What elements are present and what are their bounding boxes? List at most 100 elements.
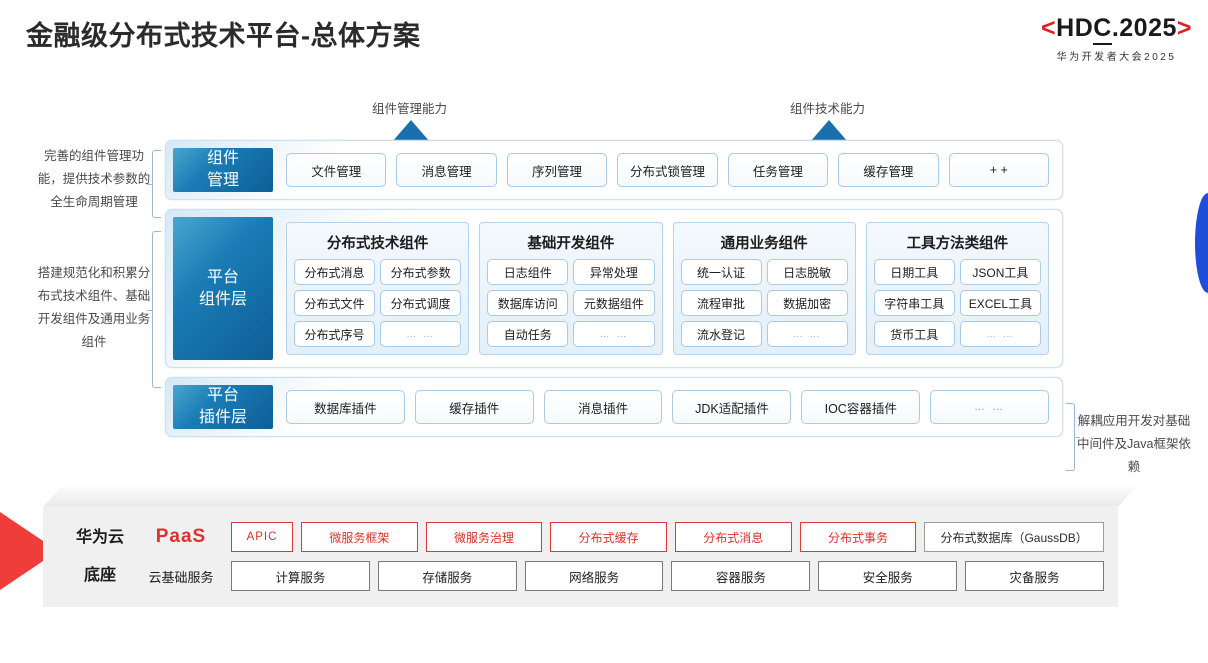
cell-excel-util[interactable]: EXCEL工具 [959,290,1041,316]
cell-more-utility-methods[interactable]: … … [959,321,1041,347]
paas-row: PaaS APIC 微服务框架 微服务治理 分布式缓存 分布式消息 分布式事务 … [139,522,1104,552]
chip-more-plugin[interactable]: … … [930,390,1049,424]
cell-currency-util[interactable]: 货币工具 [873,321,955,347]
group-grid-distributed-tech: 分布式消息 分布式参数 分布式文件 分布式调度 分布式序号 … … [294,259,462,347]
side-note-left-top: 完善的组件管理功能，提供技术参数的全生命周期管理 [37,149,151,210]
cell-more-general-business[interactable]: … … [766,321,848,347]
paas-chip-distributed-message[interactable]: 分布式消息 [674,522,792,552]
group-title-general-business: 通用业务组件 [720,236,808,252]
cell-more-basic-development[interactable]: … … [573,321,655,347]
layer-tag-line1: 平台 [206,387,239,405]
chip-database-plugin[interactable]: 数据库插件 [286,390,405,424]
cell-date-util[interactable]: 日期工具 [873,259,955,285]
basic-chip-security-service[interactable]: 安全服务 [818,561,958,591]
cell-data-encryption[interactable]: 数据加密 [766,290,848,316]
chip-jdk-adapter-plugin[interactable]: JDK适配插件 [672,390,792,424]
chip-task-management[interactable]: 任务管理 [727,153,829,187]
cloud-base-rows: PaaS APIC 微服务框架 微服务治理 分布式缓存 分布式消息 分布式事务 … [139,522,1104,591]
hdc-logo-subtitle: 华为开发者大会2025 [1056,52,1177,63]
bracket-left-bottom [147,231,161,388]
cell-string-util[interactable]: 字符串工具 [873,290,955,316]
cell-process-approval[interactable]: 流程审批 [680,290,762,316]
layer-body-platform-plugin: 数据库插件 缓存插件 消息插件 JDK适配插件 IOC容器插件 … … [273,378,1062,436]
cell-database-access[interactable]: 数据库访问 [487,290,569,316]
right-lens-decoration [1195,193,1208,293]
chip-message-management[interactable]: 消息管理 [396,153,497,187]
group-title-utility-methods: 工具方法类组件 [906,236,1009,252]
chip-file-management[interactable]: 文件管理 [286,153,387,187]
chip-more[interactable]: + + [948,153,1049,187]
logo-right-bracket-icon: > [1176,14,1192,42]
paas-label: PaaS [155,526,207,547]
layer-platform-plugin: 平台 插件层 数据库插件 缓存插件 消息插件 JDK适配插件 IOC容器插件 …… [165,377,1063,437]
cloud-base-title: 华为云 底座 [61,519,139,594]
arrow-label-component-technology: 组件技术能力 [790,102,866,116]
basic-chip-storage-service[interactable]: 存储服务 [377,561,517,591]
chip-cache-management[interactable]: 缓存管理 [838,153,939,187]
layer-tag-platform-component: 平台 组件层 [173,217,273,360]
layer-tag-platform-plugin: 平台 插件层 [173,385,273,429]
cell-distributed-sequence[interactable]: 分布式序号 [294,321,376,347]
cell-transaction-record[interactable]: 流水登记 [680,321,762,347]
layer-tag-line2: 管理 [206,172,239,189]
group-grid-general-business: 统一认证 日志脱敏 流程审批 数据加密 流水登记 … … [680,259,848,347]
bracket-right [1066,403,1080,471]
paas-chip-distributed-database-gaussdb[interactable]: 分布式数据库（GaussDB） [924,522,1104,552]
arrow-label-component-management: 组件管理能力 [372,102,448,116]
cloud-basic-services-label: 云基础服务 [148,569,214,585]
group-general-business: 通用业务组件 统一认证 日志脱敏 流程审批 数据加密 流水登记 … … [672,222,856,355]
cell-log-component[interactable]: 日志组件 [487,259,569,285]
cell-more-distributed-tech[interactable]: … … [380,321,462,347]
cell-json-util[interactable]: JSON工具 [959,259,1041,285]
paas-chip-apic[interactable]: APIC [231,522,293,552]
layer-body-platform-component: 分布式技术组件 分布式消息 分布式参数 分布式文件 分布式调度 分布式序号 … … [273,210,1062,367]
cell-unified-auth[interactable]: 统一认证 [680,259,762,285]
basic-chip-container-service[interactable]: 容器服务 [671,561,811,591]
cell-distributed-file[interactable]: 分布式文件 [294,290,376,316]
cloud-base-title-line1: 华为云 [75,528,124,546]
logo-main-tail: .2025 [1111,14,1177,42]
cell-metadata-component[interactable]: 元数据组件 [573,290,655,316]
cloud-base-title-line2: 底座 [83,566,116,584]
group-title-basic-development: 基础开发组件 [527,236,615,252]
hdc-logo-main: <HDC.2025> [1041,14,1192,45]
group-basic-development: 基础开发组件 日志组件 异常处理 数据库访问 元数据组件 自动任务 … … [479,222,663,355]
cell-distributed-schedule[interactable]: 分布式调度 [380,290,462,316]
paas-chip-microservice-governance[interactable]: 微服务治理 [425,522,543,552]
component-group-container: 分布式技术组件 分布式消息 分布式参数 分布式文件 分布式调度 分布式序号 … … [286,222,1049,355]
chip-sequence-management[interactable]: 序列管理 [506,153,608,187]
group-utility-methods: 工具方法类组件 日期工具 JSON工具 字符串工具 EXCEL工具 货币工具 …… [865,222,1049,355]
logo-underlined-c: C [1093,14,1112,45]
layer-tag-component-management: 组件 管理 [173,148,273,192]
group-grid-basic-development: 日志组件 异常处理 数据库访问 元数据组件 自动任务 … … [487,259,655,347]
layer-tag-line2: 插件层 [198,409,247,426]
cell-log-masking[interactable]: 日志脱敏 [766,259,848,285]
paas-chip-distributed-cache[interactable]: 分布式缓存 [550,522,667,552]
layer-component-management: 组件 管理 文件管理 消息管理 序列管理 分布式锁管理 任务管理 缓存管理 + … [165,140,1063,200]
logo-main-text: HD [1056,14,1094,42]
basic-chip-compute-service[interactable]: 计算服务 [231,561,370,591]
paas-chip-microservice-framework[interactable]: 微服务框架 [301,522,418,552]
side-note-right: 解耦应用开发对基础中间件及Java框架依赖 [1077,414,1191,475]
chip-ioc-container-plugin[interactable]: IOC容器插件 [801,390,921,424]
group-distributed-tech: 分布式技术组件 分布式消息 分布式参数 分布式文件 分布式调度 分布式序号 … … [286,222,470,355]
chip-cache-plugin[interactable]: 缓存插件 [414,390,534,424]
cell-distributed-message[interactable]: 分布式消息 [294,259,376,285]
logo-left-bracket-icon: < [1041,14,1057,42]
chip-message-plugin[interactable]: 消息插件 [543,390,663,424]
basic-chip-network-service[interactable]: 网络服务 [524,561,664,591]
paas-chip-distributed-transaction[interactable]: 分布式事务 [799,522,917,552]
slab-content: 华为云 底座 PaaS APIC 微服务框架 微服务治理 分布式缓存 分布式消息… [43,506,1118,607]
platform-architecture-diagram: 组件 管理 文件管理 消息管理 序列管理 分布式锁管理 任务管理 缓存管理 + … [165,140,1063,437]
chip-distributed-lock-management[interactable]: 分布式锁管理 [617,153,718,187]
bracket-left-top [147,150,161,218]
layer-platform-component: 平台 组件层 分布式技术组件 分布式消息 分布式参数 分布式文件 分布式调度 分… [165,209,1063,368]
basic-chip-disaster-recovery-service[interactable]: 灾备服务 [965,561,1104,591]
cell-distributed-config[interactable]: 分布式参数 [380,259,462,285]
page-title: 金融级分布式技术平台-总体方案 [26,21,421,51]
cell-auto-task[interactable]: 自动任务 [487,321,569,347]
cell-exception-handling[interactable]: 异常处理 [573,259,655,285]
hdc-logo: <HDC.2025> 华为开发者大会2025 [1041,14,1192,63]
cloud-basic-services-row: 云基础服务 计算服务 存储服务 网络服务 容器服务 安全服务 灾备服务 [139,561,1104,591]
